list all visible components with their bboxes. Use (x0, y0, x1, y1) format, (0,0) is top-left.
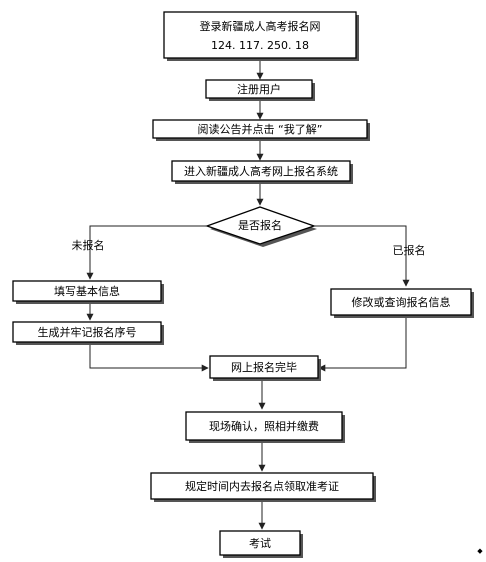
edge-modify-complete (318, 316, 407, 372)
branch-label-registered: 已报名 (393, 243, 426, 257)
node-generate-number: 生成并牢记报名序号 (12, 321, 164, 345)
node-generate-number-label: 生成并牢记报名序号 (38, 325, 137, 339)
corner-mark-icon: ◆ (477, 547, 483, 555)
node-login: 登录新疆成人高考报名网 124. 117. 250. 18 (163, 11, 359, 61)
node-modify-query: 修改或查询报名信息 (330, 288, 474, 318)
node-complete: 网上报名完毕 (209, 355, 321, 381)
branch-label-not-registered: 未报名 (72, 238, 105, 252)
node-read-notice-label: 阅读公告并点击 “我了解” (198, 122, 323, 136)
node-onsite-confirm-label: 现场确认，照相并缴费 (209, 419, 319, 433)
edge-decision-not-registered (86, 225, 207, 280)
connectors (86, 60, 410, 530)
node-register-label: 注册用户 (237, 82, 281, 96)
node-read-notice: 阅读公告并点击 “我了解” (152, 119, 370, 141)
node-decision: 是否报名 (205, 206, 317, 247)
node-exam: 考试 (219, 530, 303, 558)
node-fill-info: 填写基本信息 (12, 280, 164, 304)
edge-decision-registered (314, 225, 410, 287)
node-enter-system-label: 进入新疆成人高考网上报名系统 (184, 164, 338, 178)
node-modify-query-label: 修改或查询报名信息 (352, 295, 451, 309)
node-collect-ticket-label: 规定时间内去报名点领取准考证 (185, 479, 339, 493)
node-complete-label: 网上报名完毕 (231, 360, 297, 374)
node-enter-system: 进入新疆成人高考网上报名系统 (171, 160, 353, 184)
node-fill-info-label: 填写基本信息 (54, 284, 120, 298)
node-login-title: 登录新疆成人高考报名网 (200, 19, 321, 33)
node-onsite-confirm: 现场确认，照相并缴费 (185, 411, 345, 443)
node-collect-ticket: 规定时间内去报名点领取准考证 (150, 472, 376, 502)
edge-generate-complete (89, 344, 209, 372)
node-exam-label: 考试 (249, 537, 271, 550)
node-login-address: 124. 117. 250. 18 (211, 39, 309, 52)
node-decision-label: 是否报名 (238, 218, 282, 232)
node-register: 注册用户 (205, 79, 315, 101)
